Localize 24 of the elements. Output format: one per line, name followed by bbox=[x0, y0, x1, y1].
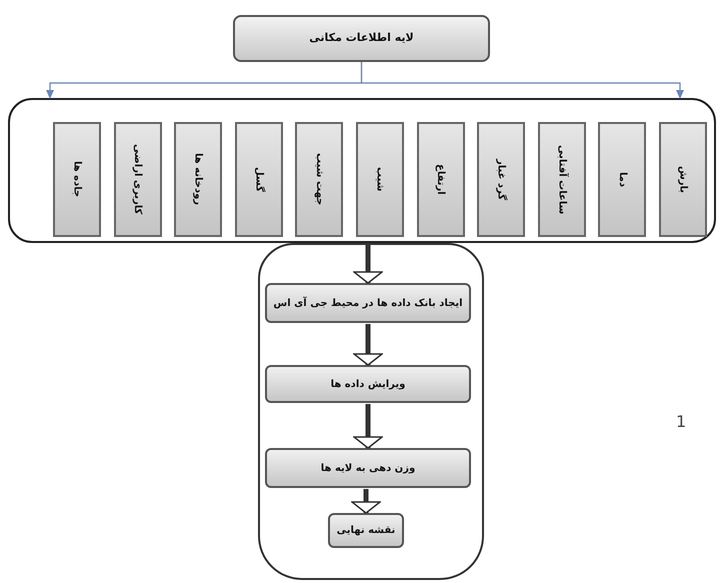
arrow bbox=[360, 62, 684, 99]
layer-box: جاده ها bbox=[53, 122, 101, 237]
layer-box: رودخانه ها bbox=[174, 122, 222, 237]
block-arrow bbox=[353, 324, 383, 366]
block-arrow bbox=[351, 489, 381, 514]
root-box: لایه اطلاعات مکانی bbox=[233, 15, 490, 62]
process-box: ویرایش داده ها bbox=[265, 365, 471, 403]
layer-box: ساعات آفتابی bbox=[538, 122, 586, 237]
process-box: وزن دهی به لایه ها bbox=[265, 448, 471, 488]
layer-box: شیب bbox=[356, 122, 404, 237]
layer-box: بارش bbox=[659, 122, 707, 237]
block-arrow bbox=[353, 244, 383, 284]
layer-box: دما bbox=[598, 122, 646, 237]
process-box: ایجاد بانک داده ها در محیط جی آی اس bbox=[265, 283, 471, 323]
layer-box: ارتفاع bbox=[416, 122, 465, 237]
block-arrow bbox=[353, 404, 383, 449]
layer-box: کاربری اراضی bbox=[114, 122, 162, 237]
result-box: نقشه نهایی bbox=[328, 513, 404, 548]
process-container bbox=[258, 243, 484, 580]
layer-box: گرد غبار bbox=[477, 122, 526, 237]
layers-container bbox=[8, 98, 716, 243]
figure-number: 1 bbox=[676, 411, 686, 433]
layer-box: گسل bbox=[234, 122, 283, 237]
layer-box: جهت شیب bbox=[295, 122, 344, 237]
